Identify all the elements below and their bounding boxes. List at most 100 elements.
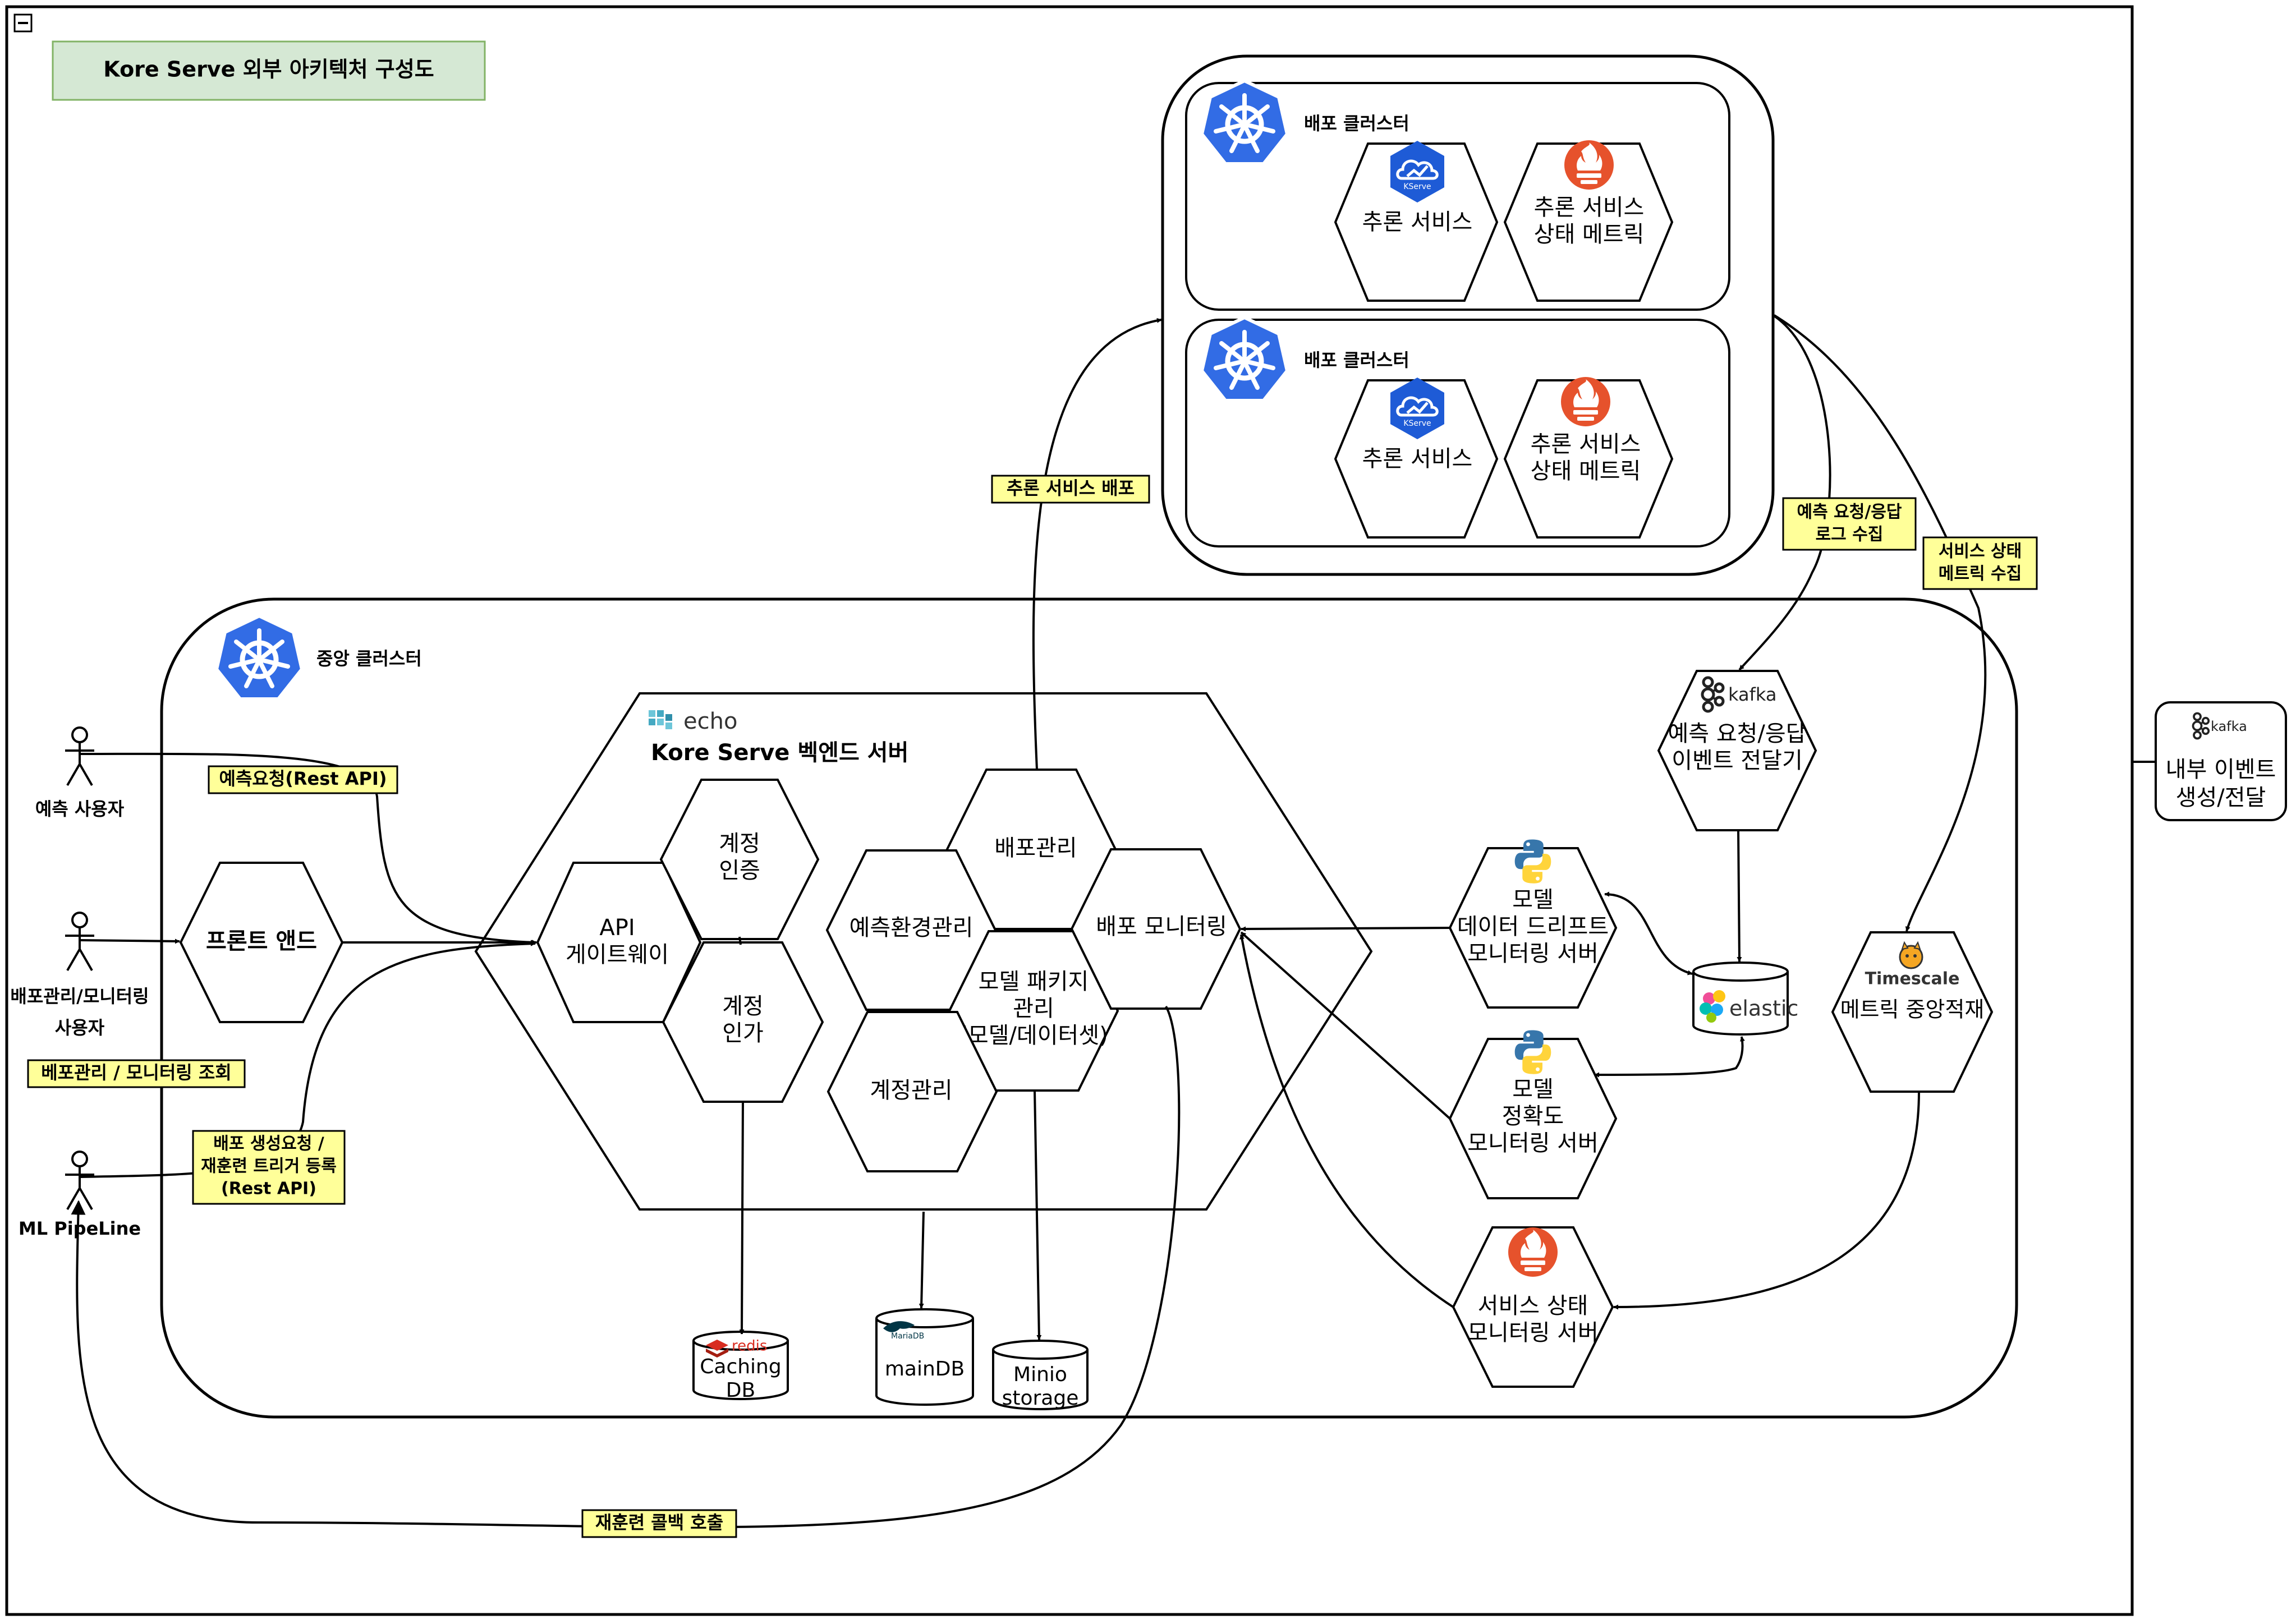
predict-user-actor[interactable]: 예측 사용자 (35, 726, 125, 820)
svg-text:Caching: Caching (700, 1355, 781, 1378)
account-auth-node[interactable]: 계정 인증 (659, 779, 820, 940)
note-deploy-view: 베포관리 / 모니터링 조회 (27, 1059, 246, 1088)
external-kafka-box[interactable]: kafka 내부 이벤트 생성/전달 (2155, 701, 2287, 821)
caching-db[interactable]: redis Caching DB (692, 1331, 789, 1402)
note-retrain-callback: 재훈련 콜백 호출 (581, 1509, 737, 1538)
note-predict-request: 예측요청(Rest API) (208, 765, 398, 794)
edge-auth-authz (738, 936, 742, 945)
svg-text:배포관리: 배포관리 (994, 835, 1077, 861)
prometheus-icon (1508, 1227, 1558, 1277)
svg-text:예측요청(Rest API): 예측요청(Rest API) (219, 768, 387, 789)
edge-retrain-callback (71, 1006, 1181, 1529)
collapse-toggle[interactable] (13, 13, 33, 33)
kubernetes-icon (1202, 318, 1287, 401)
svg-text:(모델/데이터셋): (모델/데이터셋) (959, 1023, 1108, 1048)
svg-text:예측 사용자: 예측 사용자 (35, 798, 125, 820)
backend-title: Kore Serve 벡엔드 서버 (651, 740, 908, 766)
svg-text:계정: 계정 (722, 993, 764, 1019)
kafka-forwarder-node[interactable]: kafka 예측 요청/응답 이벤트 전달기 (1657, 670, 1817, 831)
svg-text:DB: DB (726, 1379, 755, 1402)
edge-accuracy-elastic (1594, 1036, 1745, 1078)
account-authz-node[interactable]: 계정 인가 (662, 941, 824, 1103)
svg-text:인가: 인가 (722, 1020, 764, 1046)
outer-frame (5, 5, 2134, 1616)
note-inference-deploy: 추론 서비스 배포 (991, 475, 1150, 504)
kubernetes-icon (1202, 81, 1287, 164)
svg-text:데이터 드리프트: 데이터 드리프트 (1457, 914, 1609, 940)
deploy-monitoring-node[interactable]: 배포 모니터링 (1070, 848, 1242, 1010)
inference-metric-label-1: 추론 서비스 (1534, 195, 1645, 220)
central-cluster-label: 중앙 클러스터 (316, 648, 422, 669)
svg-text:모델 패키지: 모델 패키지 (979, 969, 1089, 995)
svg-text:계정관리: 계정관리 (870, 1078, 952, 1103)
inference-metric-node[interactable] (1503, 142, 1674, 302)
deploy-cluster-1: 배포 클러스터 KServe 추론 서비스 추론 서비스 상태 메트릭 (1185, 81, 1730, 311)
central-cluster: 중앙 클러스터 (160, 597, 2018, 1419)
svg-text:이벤트 전달기: 이벤트 전달기 (1672, 748, 1803, 774)
edge-status-deploymonitor (1239, 934, 1454, 1308)
accuracy-monitor-node[interactable]: 모델 정확도 모니터링 서버 (1448, 1030, 1618, 1199)
edge-modelpkg-minio (1034, 1090, 1042, 1340)
svg-text:MariaDB: MariaDB (891, 1332, 924, 1341)
svg-text:메트릭 수집: 메트릭 수집 (1939, 564, 2022, 584)
diagram-title: Kore Serve 외부 아키텍처 구성도 (103, 57, 434, 82)
svg-text:재훈련 콜백 호출: 재훈련 콜백 호출 (595, 1512, 723, 1533)
timescale-node[interactable]: Timescale 메트릭 중앙적재 (1831, 931, 1994, 1093)
svg-text:모델: 모델 (1512, 887, 1554, 913)
inference-service-label: 추론 서비스 (1362, 446, 1473, 472)
status-monitor-node[interactable]: 서비스 상태 모니터링 서버 (1452, 1226, 1614, 1388)
edge-accuracy-deploymonitor (1240, 931, 1451, 1120)
svg-text:사용자: 사용자 (55, 1017, 105, 1038)
svg-text:로그 수집: 로그 수집 (1816, 525, 1884, 545)
edge-log-collect (1738, 314, 1831, 671)
deploy-cluster-label: 배포 클러스터 (1304, 113, 1409, 134)
svg-text:ML PipeLine: ML PipeLine (19, 1218, 141, 1239)
svg-text:베포관리 / 모니터링 조회: 베포관리 / 모니터링 조회 (41, 1062, 232, 1083)
inference-metric-node[interactable] (1503, 379, 1674, 539)
svg-text:프론트 앤드: 프론트 앤드 (206, 928, 317, 954)
edge-drift-elastic (1604, 891, 1693, 976)
model-package-node[interactable]: 모델 패키지 관리 (모델/데이터셋) (948, 930, 1119, 1092)
svg-text:모니터링 서버: 모니터링 서버 (1467, 1320, 1599, 1346)
main-db[interactable]: MariaDB mainDB (875, 1308, 974, 1406)
edge-predict-request (79, 752, 537, 945)
kubernetes-icon (217, 616, 302, 699)
svg-text:서비스 상태: 서비스 상태 (1939, 542, 2022, 562)
echo-logo-text: echo (683, 709, 737, 734)
svg-text:인증: 인증 (719, 858, 760, 884)
inference-metric-label-2: 상태 메트릭 (1531, 458, 1641, 484)
echo-icon (649, 710, 672, 729)
svg-text:내부 이벤트: 내부 이벤트 (2166, 757, 2276, 783)
deploy-cluster-label: 배포 클러스터 (1304, 349, 1409, 371)
svg-text:kafka: kafka (2211, 719, 2247, 734)
svg-text:추론 서비스 배포: 추론 서비스 배포 (1007, 477, 1135, 499)
svg-text:계정: 계정 (719, 831, 760, 857)
diagram-title-box: Kore Serve 외부 아키텍처 구성도 (52, 40, 486, 101)
svg-text:Timescale: Timescale (1865, 969, 1960, 989)
svg-text:예측 요청/응답: 예측 요청/응답 (1797, 503, 1902, 522)
svg-text:정확도: 정확도 (1502, 1103, 1564, 1129)
ml-pipeline-actor[interactable]: ML PipeLine (19, 1151, 141, 1239)
svg-text:storage: storage (1002, 1387, 1079, 1410)
redis-icon (706, 1340, 728, 1358)
svg-text:redis: redis (732, 1338, 767, 1355)
inference-service-label: 추론 서비스 (1362, 209, 1473, 235)
kafka-logo-text: kafka (1728, 684, 1776, 705)
account-management-node[interactable]: 계정관리 (826, 1011, 998, 1172)
admin-user-actor[interactable]: 배포관리/모니터링 사용자 (10, 912, 149, 1038)
edge-timescale-status (1613, 1091, 1920, 1310)
predict-env-node[interactable]: 예측환경관리 (825, 849, 997, 1011)
edge-metric-collect (1773, 314, 1987, 932)
svg-text:배포관리/모니터링: 배포관리/모니터링 (10, 986, 149, 1007)
svg-text:배포 모니터링: 배포 모니터링 (1096, 914, 1227, 940)
svg-text:elastic: elastic (1729, 996, 1798, 1021)
mariadb-icon (883, 1321, 915, 1332)
frontend-node[interactable]: 프론트 앤드 (179, 862, 344, 1023)
drift-monitor-node[interactable]: 모델 데이터 드리프트 모니터링 서버 (1448, 839, 1618, 1009)
inference-service-node[interactable] (1334, 379, 1499, 539)
elastic-store[interactable]: elastic (1692, 961, 1798, 1036)
inference-service-node[interactable] (1334, 142, 1499, 302)
deploy-cluster-2: 배포 클러스터 KServe 추론 서비스 추론 서비스 상태 메트릭 (1185, 318, 1730, 548)
svg-text:API: API (599, 915, 635, 941)
minio-storage[interactable]: Minio storage (992, 1340, 1089, 1410)
